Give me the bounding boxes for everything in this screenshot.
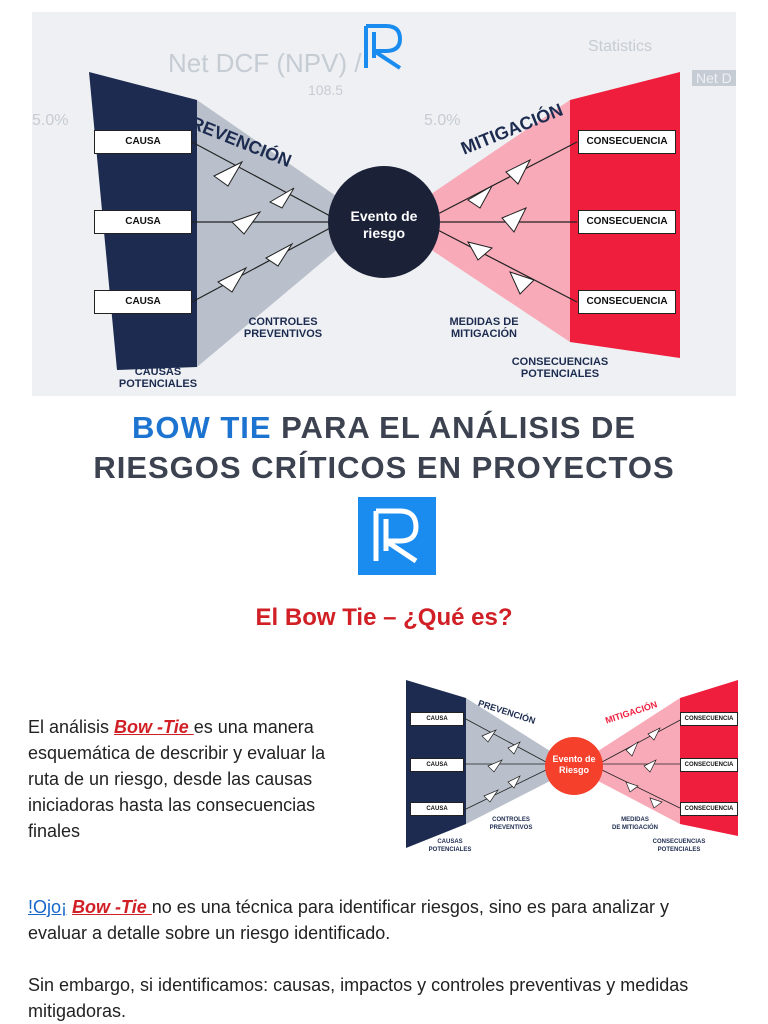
plane-icon [509,271,535,295]
consequence-box: CONSECUENCIA [578,130,676,154]
bow-tie-term: Bow -Tie [114,717,194,737]
plane-icon [231,210,262,235]
consequence-box: CONSECUENCIA [578,290,676,314]
logo-icon [373,508,419,564]
controls-label: CONTROLES PREVENTIVOS [243,316,323,340]
section-heading: El Bow Tie – ¿Qué es? [255,604,513,631]
background-text: Net DCF (NPV) / [168,48,362,78]
plane-icon [467,241,494,261]
cause-box: CAUSA [94,210,192,234]
brand-logo [358,497,436,575]
background-text: 5.0% [424,112,461,129]
event-label: Evento de Riesgo [552,754,596,775]
event-circle [328,166,440,278]
warning-paragraph: !Ojo¡ Bow -Tie no es una técnica para id… [28,897,670,943]
cause-box: CAUSA [94,290,192,314]
background-text: Net D [692,70,736,86]
plane-icon [217,266,248,293]
consequences-potential-label: CONSECUENCIAS POTENCIALES [511,356,609,380]
plane-icon [467,184,494,209]
measures-label: MEDIDAS DE MITIGACIÓN [449,316,519,340]
logo-icon [364,24,402,70]
plane-icon [505,158,532,185]
plane-icon [213,160,244,187]
bow-tie-term: Bow -Tie [72,897,152,917]
final-paragraph: Sin embargo, si identificamos: causas, i… [28,975,689,1021]
consequence-box: CONSECUENCIA [578,210,676,234]
background-text: 5.0% [32,112,69,129]
page-title-line-2: RIESGOS CRÍTICOS EN PROYECTOS [93,450,675,485]
causes-potential-label: CAUSAS POTENCIALES [118,366,198,390]
plane-icon [265,242,294,267]
ojo-link[interactable]: !Ojo¡ [28,897,68,917]
page-title: BOW TIE PARA EL ANÁLISIS DE [131,410,637,445]
event-label: Evento de riesgo [350,208,418,241]
intro-paragraph: El análisis Bow -Tie es una manera esque… [28,717,326,841]
small-bow-tie-diagram: Evento de Riesgo CAUSA CAUSA CAUSA CONSE… [404,676,740,856]
background-text: 108.5 [308,82,344,98]
cause-box: CAUSA [94,130,192,154]
hero-banner: Net DCF (NPV) / Statistics 108.5 5.0% 5.… [32,12,736,396]
background-text: Statistics [588,38,653,55]
plane-icon [268,187,295,209]
plane-icon [501,207,528,233]
